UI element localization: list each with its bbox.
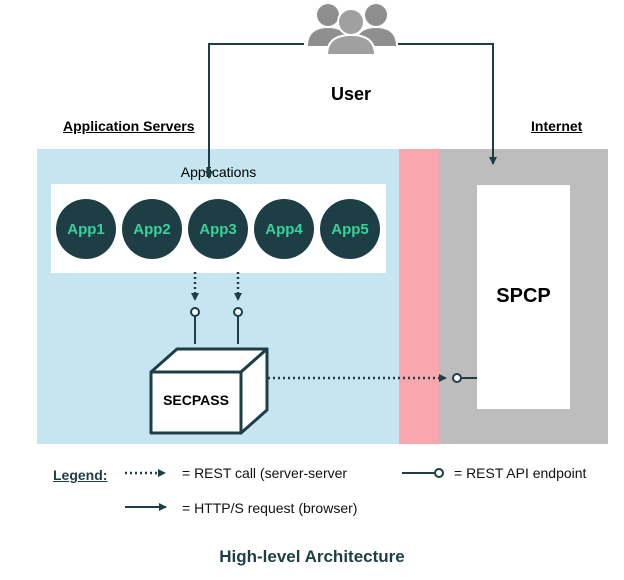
user-label: User xyxy=(330,84,372,104)
app-node: App5 xyxy=(320,199,380,259)
legend-endpoint-symbol xyxy=(434,468,444,478)
rest-endpoint-icon xyxy=(233,307,243,317)
user-to-apps-arrow xyxy=(205,43,304,179)
app-node: App1 xyxy=(56,199,116,259)
legend-rest-call-text: = REST call (server-server xyxy=(182,465,348,481)
spcp-box xyxy=(477,185,570,409)
legend-title: Legend: xyxy=(53,467,108,483)
app-node: App4 xyxy=(254,199,314,259)
application-servers-label: Application Servers xyxy=(63,118,195,134)
diagram-caption: High-level Architecture xyxy=(219,547,405,566)
user-to-spcp-arrow xyxy=(398,43,497,165)
secpass-label: SECPASS xyxy=(163,392,229,408)
app-node: App3 xyxy=(188,199,248,259)
applications-title: Applications xyxy=(180,164,257,180)
app-node: App2 xyxy=(122,199,182,259)
legend-endpoint-text: = REST API endpoint xyxy=(454,465,587,481)
users-group-icon xyxy=(308,4,396,56)
spcp-endpoint-icon xyxy=(452,373,462,383)
secpass-box xyxy=(149,347,269,435)
internet-label: Internet xyxy=(531,118,583,134)
dmz-zone xyxy=(399,149,439,444)
legend-http-text: = HTTP/S request (browser) xyxy=(182,500,358,516)
spcp-label: SPCP xyxy=(496,285,551,307)
rest-endpoint-icon xyxy=(190,307,200,317)
